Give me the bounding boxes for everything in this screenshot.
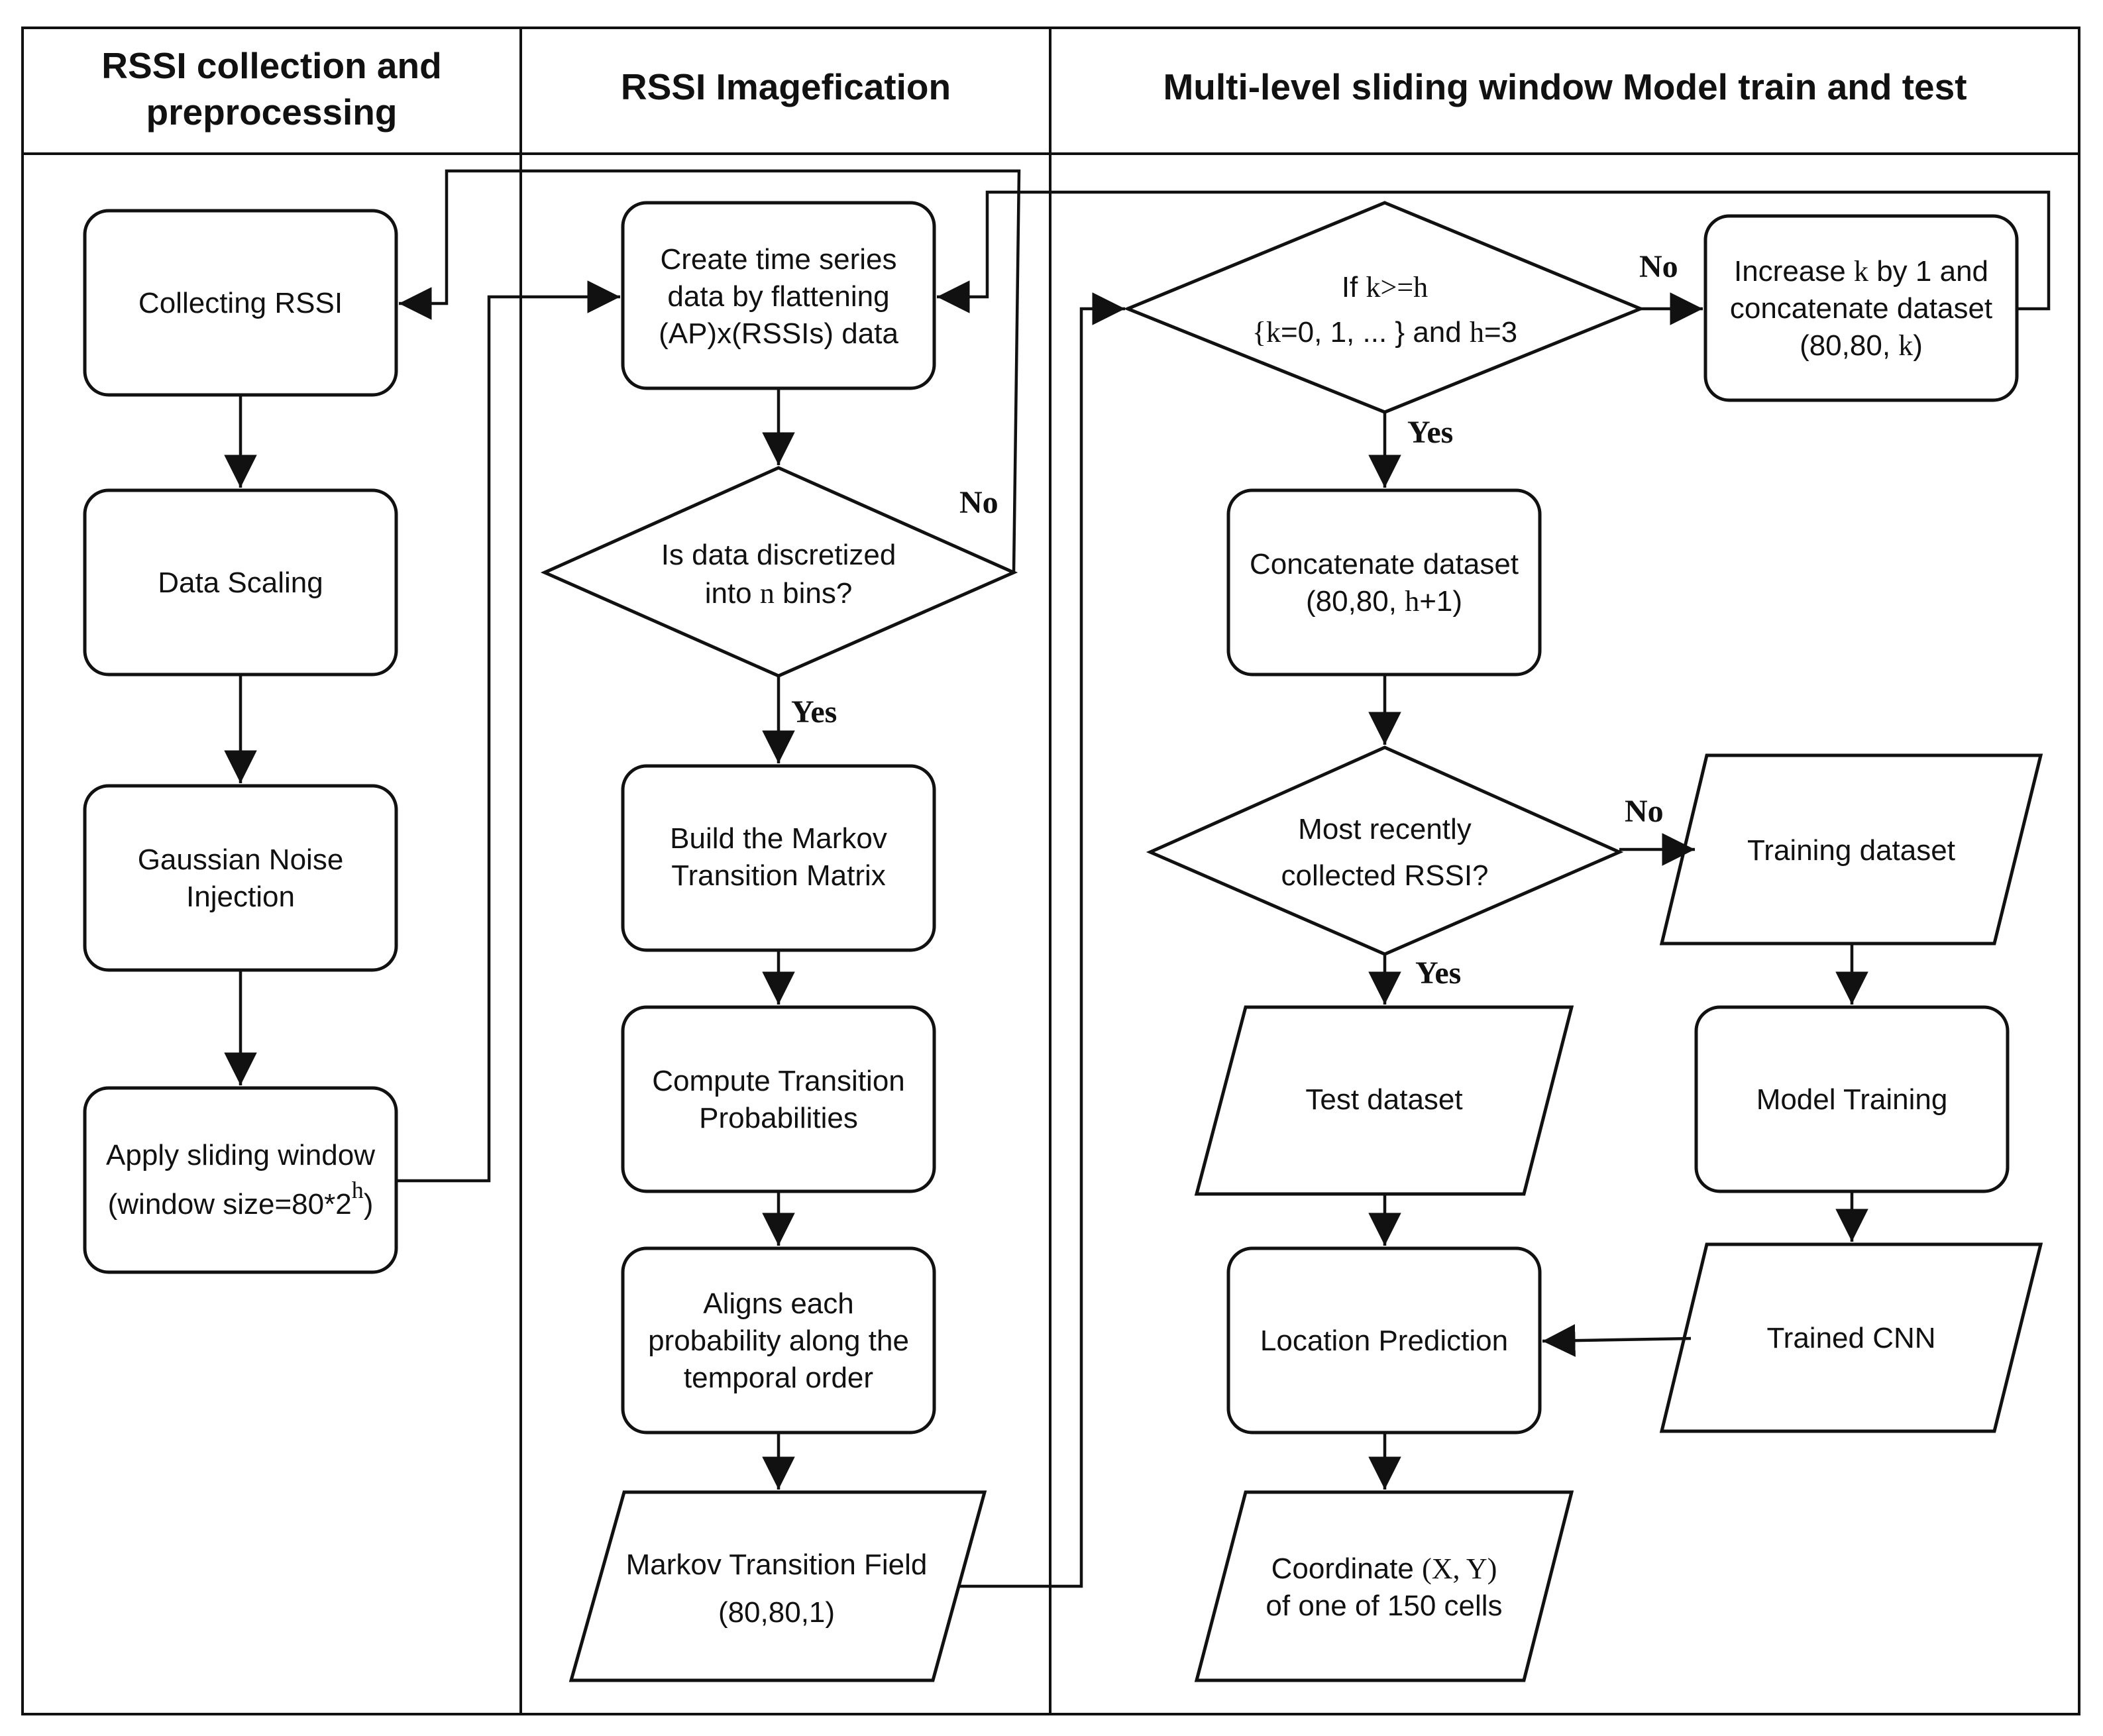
- increase-k-shape-suffix: ): [1913, 329, 1923, 362]
- k-h-var-h: h: [1470, 316, 1484, 349]
- time-series-line2: data by flattening: [667, 280, 889, 313]
- gaussian-noise-label: Gaussian Noise Injection: [138, 843, 344, 913]
- build-markov-line1: Build the Markov: [670, 822, 887, 855]
- label-no-k: No: [1639, 249, 1678, 284]
- test-dataset-shape: [1194, 1005, 1574, 1196]
- k-h-if: If: [1342, 271, 1358, 303]
- k-h-values: =0, 1, ... }: [1281, 316, 1405, 349]
- swimlane-frame: [21, 27, 2080, 1715]
- edge-discretized-no: [399, 169, 1021, 573]
- discretized-line1: Is data discretized: [661, 539, 896, 571]
- k-h-and: and: [1413, 316, 1461, 349]
- discretized-bins: bins?: [782, 577, 852, 610]
- gaussian-noise-line2: Injection: [186, 881, 295, 913]
- time-series-label: Create time series data by flattening (A…: [659, 243, 898, 350]
- model-training-label: Model Training: [1756, 1083, 1948, 1116]
- window-size-prefix: (window size=80*2: [108, 1188, 352, 1221]
- most-recent-line2: collected RSSI?: [1281, 859, 1488, 892]
- gaussian-noise-box: [83, 784, 398, 972]
- edge-cnn-to-prediction: [1542, 1324, 1692, 1357]
- coordinate-prefix: Coordinate: [1271, 1552, 1414, 1585]
- window-size-exponent: h: [352, 1177, 364, 1203]
- edges: [224, 169, 2051, 1588]
- most-recent-decision: [1146, 745, 1624, 956]
- coordinate-line2: of one of 150 cells: [1266, 1590, 1502, 1622]
- most-recent-line1: Most recently: [1298, 813, 1472, 845]
- k-h-h-value: =3: [1484, 316, 1517, 349]
- increase-k-var: k: [1854, 255, 1868, 288]
- compute-transition-box: [621, 1005, 936, 1193]
- concat-title: Concatenate dataset: [1250, 548, 1519, 580]
- lane-title-collection-line1: RSSI collection and: [101, 45, 441, 86]
- label-no-discretized: No: [959, 485, 998, 520]
- training-dataset-shape: [1659, 753, 2043, 946]
- increase-k-line2: concatenate dataset: [1730, 292, 1992, 325]
- aligns-label: Aligns each probability along the tempor…: [648, 1287, 909, 1394]
- discretized-decision: [540, 466, 1018, 678]
- sliding-window-box: [83, 1086, 398, 1274]
- coordinate-shape: [1194, 1490, 1574, 1682]
- lane-title-model: Multi-level sliding window Model train a…: [1163, 66, 1967, 107]
- lane-title-imagefication: RSSI Imagefication: [621, 66, 951, 107]
- trained-cnn-label: Trained CNN: [1766, 1322, 1935, 1354]
- compute-transition-line1: Compute Transition: [652, 1065, 905, 1097]
- edge-window-to-timeseries: [396, 280, 620, 1183]
- k-h-decision: [1123, 201, 1645, 414]
- increase-k-line1: Increase k by 1 and: [1734, 255, 1988, 288]
- increase-k-shape-prefix: (80,80,: [1800, 329, 1890, 362]
- build-markov-label: Build the Markov Transition Matrix: [670, 822, 887, 892]
- mtf-title: Markov Transition Field: [626, 1548, 928, 1581]
- trained-cnn-shape: [1659, 1242, 2043, 1433]
- collecting-rssi-label: Collecting RSSI: [138, 287, 343, 319]
- mtf-shape: (80,80,1): [718, 1596, 835, 1629]
- aligns-line2: probability along the: [648, 1325, 909, 1357]
- window-size-label: (window size=80*2h): [108, 1177, 374, 1221]
- label-yes-discretized: Yes: [791, 694, 837, 730]
- aligns-line1: Aligns each: [703, 1287, 853, 1320]
- edge-increase-loop: [937, 190, 2051, 313]
- lane-title-collection-line2: preprocessing: [146, 91, 397, 133]
- build-markov-line2: Transition Matrix: [671, 859, 886, 892]
- label-yes-recent: Yes: [1415, 955, 1461, 991]
- concat-box: [1226, 488, 1542, 677]
- gaussian-noise-line1: Gaussian Noise: [138, 843, 344, 876]
- training-dataset-label: Training dataset: [1747, 834, 1955, 867]
- concat-shape-var: h: [1405, 585, 1419, 618]
- discretized-var-n: n: [760, 577, 775, 610]
- window-size-suffix: ): [364, 1188, 374, 1221]
- coordinate-line1: Coordinate (X, Y): [1271, 1552, 1497, 1585]
- increase-k-suffix: by 1 and: [1876, 255, 1988, 288]
- mtf-data-shape: [568, 1490, 987, 1682]
- location-prediction-label: Location Prediction: [1260, 1325, 1508, 1357]
- data-scaling-label: Data Scaling: [158, 567, 323, 599]
- coordinate-var: (X, Y): [1422, 1552, 1497, 1585]
- k-h-brace: {: [1252, 316, 1266, 349]
- build-markov-box: [621, 764, 936, 952]
- lane-header-collection: RSSI collection and preprocessing: [101, 45, 441, 133]
- k-h-line2: {k=0, 1, ... } and h=3: [1252, 316, 1517, 349]
- concat-shape: (80,80, h+1): [1306, 585, 1462, 618]
- increase-k-line3: (80,80, k): [1800, 329, 1923, 362]
- time-series-line1: Create time series: [660, 243, 896, 276]
- aligns-line3: temporal order: [684, 1362, 873, 1394]
- increase-k-prefix: Increase: [1734, 255, 1846, 288]
- edge-mtf-to-kh: [959, 292, 1125, 1588]
- discretized-line2: into n bins?: [705, 577, 853, 610]
- compute-transition-label: Compute Transition Probabilities: [652, 1065, 905, 1134]
- k-h-var-k: k: [1266, 316, 1281, 349]
- concat-shape-prefix: (80,80,: [1306, 585, 1397, 618]
- k-h-line1: If k>=h: [1342, 271, 1428, 303]
- compute-transition-line2: Probabilities: [699, 1102, 858, 1134]
- concat-shape-suffix: +1): [1419, 585, 1462, 618]
- sliding-window-label: Apply sliding window: [106, 1139, 375, 1171]
- label-yes-k: Yes: [1407, 415, 1453, 450]
- discretized-into: into: [705, 577, 752, 610]
- increase-k-shape-var: k: [1898, 329, 1913, 362]
- time-series-line3: (AP)x(RSSIs) data: [659, 317, 898, 350]
- label-no-recent: No: [1625, 794, 1664, 829]
- test-dataset-label: Test dataset: [1305, 1083, 1462, 1116]
- k-h-cond: k>=h: [1366, 271, 1429, 303]
